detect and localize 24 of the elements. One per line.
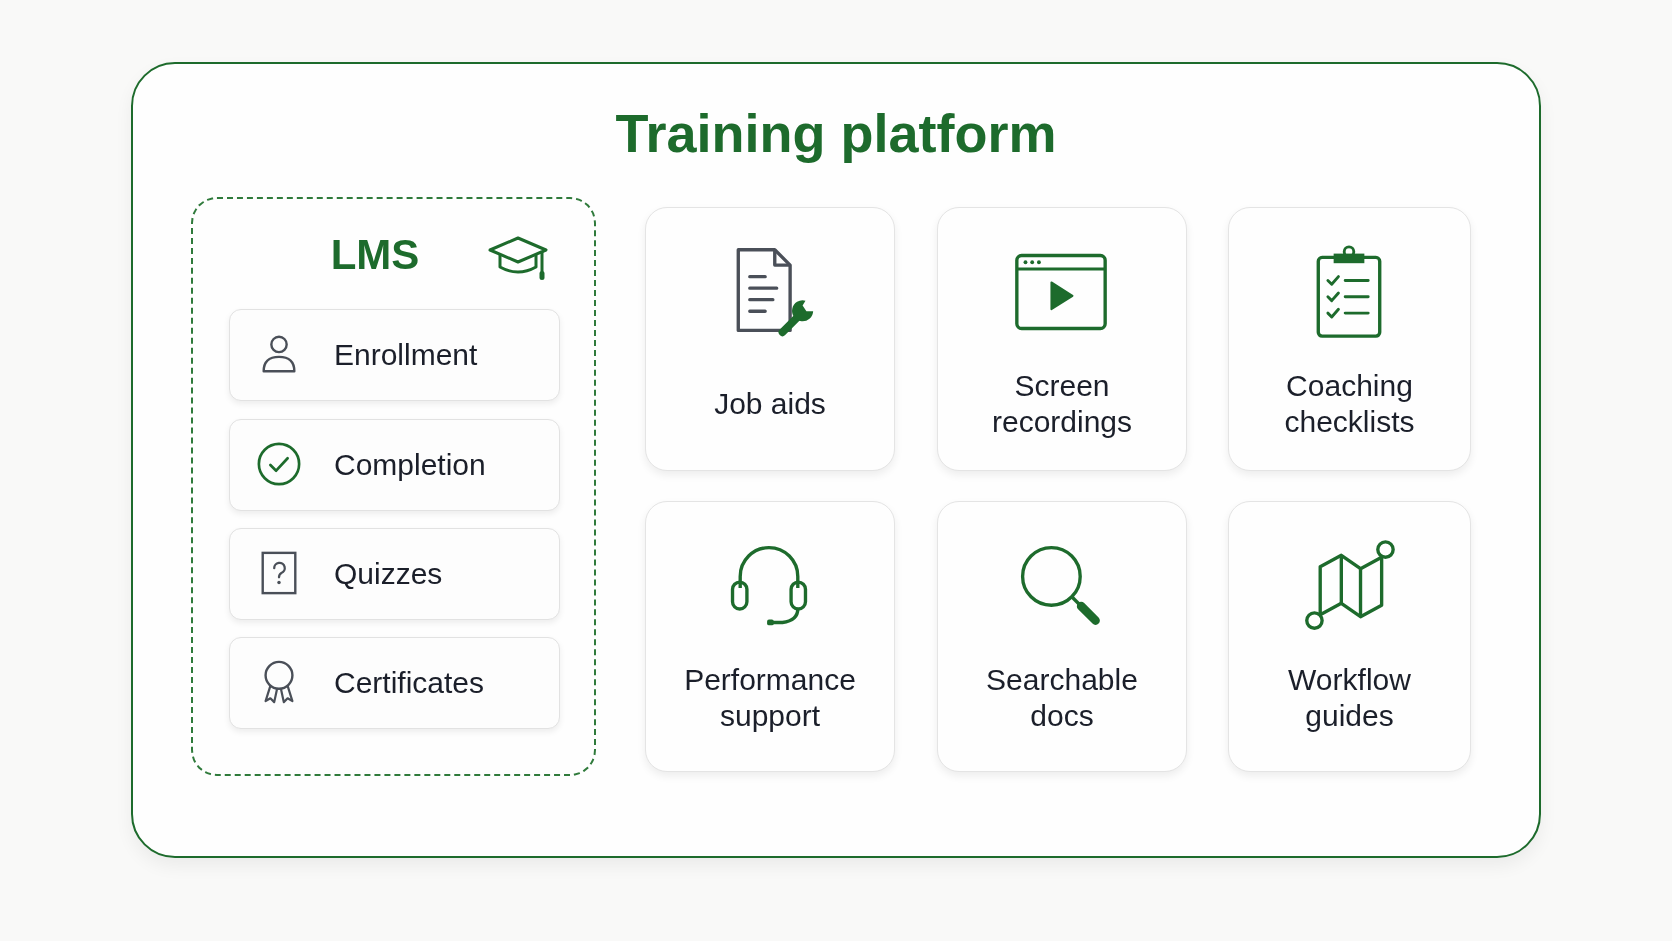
list-item-card xyxy=(229,419,560,511)
feature-card xyxy=(645,501,895,772)
feature-card xyxy=(1228,501,1471,772)
card-label: Performance support xyxy=(683,662,857,734)
feature-card xyxy=(937,501,1187,772)
feature-card xyxy=(645,207,895,471)
feature-card xyxy=(1228,207,1471,471)
group-title: LMS xyxy=(330,231,420,278)
item-label: Enrollment xyxy=(334,337,478,373)
item-label: Certificates xyxy=(334,665,485,701)
list-item-card xyxy=(229,528,560,620)
item-label: Completion xyxy=(334,447,486,483)
panel-title: Training platform xyxy=(615,103,1057,163)
item-label: Quizzes xyxy=(334,556,443,592)
dashed-group-box xyxy=(191,197,596,776)
card-label: Searchable docs xyxy=(985,662,1139,734)
card-label: Job aids xyxy=(714,386,826,422)
feature-card xyxy=(937,207,1187,471)
list-item-card xyxy=(229,637,560,729)
card-label: Workflow guides xyxy=(1287,662,1412,734)
card-label: Coaching checklists xyxy=(1283,368,1416,440)
platform-panel xyxy=(131,62,1541,858)
card-label: Screen recordings xyxy=(990,368,1134,440)
list-item-card xyxy=(229,309,560,401)
